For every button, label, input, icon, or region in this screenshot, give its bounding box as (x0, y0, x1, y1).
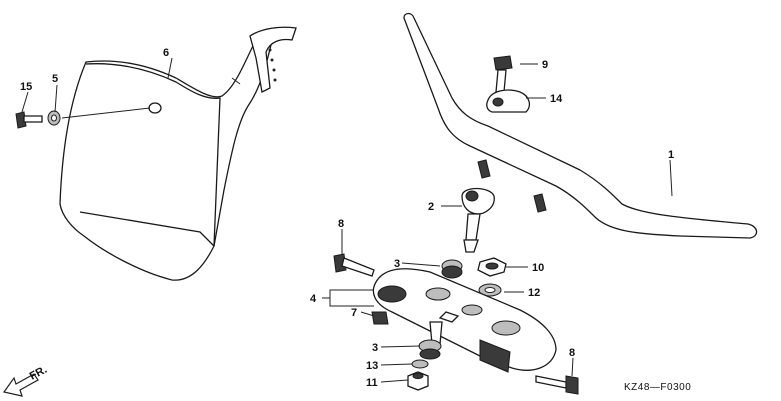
callout-8-lower: 8 (569, 347, 575, 359)
callout-12: 12 (528, 287, 540, 299)
nut-11 (407, 371, 429, 391)
cushion-3-upper (441, 259, 463, 279)
part-7 (371, 311, 389, 325)
cushion-3-lower (418, 339, 442, 360)
callout-3-upper: 3 (394, 258, 400, 270)
callout-8-upper: 8 (338, 218, 344, 230)
callout-6: 6 (163, 47, 169, 59)
diagram-code: KZ48—F0300 (624, 382, 691, 393)
callout-1: 1 (668, 149, 674, 161)
bolt-15 (15, 111, 43, 129)
upper-holder-14 (486, 89, 531, 113)
callout-3-lower: 3 (372, 342, 378, 354)
lower-holder-2 (461, 187, 495, 253)
bolt-9 (493, 55, 513, 93)
bolt-8-lower (535, 375, 579, 395)
callout-14: 14 (550, 93, 563, 105)
collar-5 (47, 110, 61, 126)
bolt-8-upper (333, 253, 375, 277)
washer-12 (478, 283, 502, 297)
callout-9: 9 (542, 59, 548, 71)
handlebar (403, 12, 758, 239)
callout-4: 4 (310, 293, 317, 305)
washer-13 (411, 359, 429, 369)
callout-5: 5 (52, 73, 58, 85)
callout-10: 10 (532, 262, 544, 274)
front-direction-arrow-icon (2, 373, 39, 397)
callout-11: 11 (366, 377, 378, 389)
nut-10 (477, 257, 507, 277)
top-bridge-4 (372, 268, 557, 373)
number-plate (59, 26, 297, 281)
callout-15: 15 (20, 81, 32, 93)
callout-7: 7 (351, 307, 357, 319)
front-direction-label: FR. (28, 364, 49, 383)
callout-2: 2 (428, 201, 434, 213)
callout-13: 13 (366, 360, 378, 372)
